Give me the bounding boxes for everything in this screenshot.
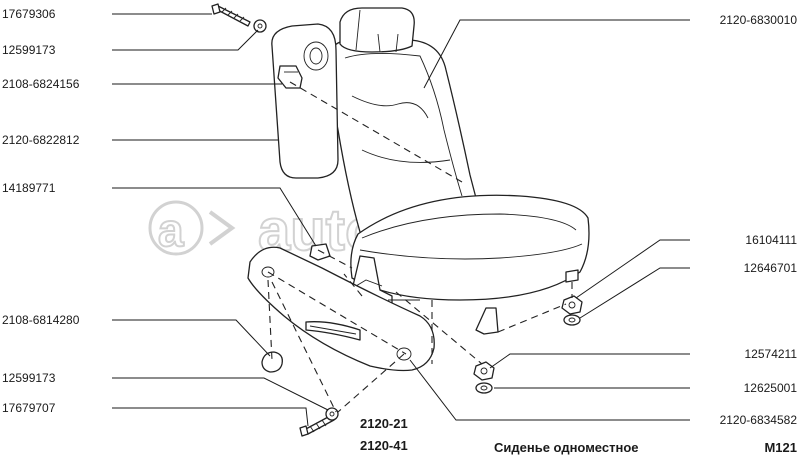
diagram-code: M121 xyxy=(764,440,797,455)
washer-bottom xyxy=(325,407,339,421)
diagram-caption: Сиденье одноместное xyxy=(494,440,639,455)
label-17679707: 17679707 xyxy=(2,401,56,415)
seat-headrest xyxy=(339,7,415,53)
label-12599173-top: 12599173 xyxy=(2,43,56,57)
label-17679306: 17679306 xyxy=(2,7,56,21)
svg-text:a: a xyxy=(158,204,184,256)
label-2120-6822812: 2120-6822812 xyxy=(2,133,80,147)
footer: 2120-21 2120-41 Сиденье одноместное M121 xyxy=(360,416,797,455)
washer-top xyxy=(253,19,267,33)
label-2120-6830010: 2120-6830010 xyxy=(720,13,798,27)
nut-12574211 xyxy=(473,361,495,381)
back-shell xyxy=(271,23,339,179)
side-trim-panel xyxy=(247,246,435,372)
model-number-1: 2120-21 xyxy=(360,416,408,431)
label-14189771: 14189771 xyxy=(2,181,56,195)
leader-lines xyxy=(112,13,690,427)
clip-14189771 xyxy=(309,243,331,261)
label-16104111: 16104111 xyxy=(745,233,797,247)
screw-top xyxy=(211,3,251,27)
label-12599173-bottom: 12599173 xyxy=(2,371,56,385)
label-12625001: 12625001 xyxy=(744,381,798,395)
label-12646701: 12646701 xyxy=(744,261,798,275)
screw-bottom xyxy=(299,415,335,437)
nut-16104111 xyxy=(561,295,583,315)
labels-right: 2120-6830010 16104111 12646701 12574211 … xyxy=(720,13,798,427)
label-2108-6814280: 2108-6814280 xyxy=(2,313,80,327)
seat-backrest xyxy=(330,39,477,242)
label-12574211: 12574211 xyxy=(745,347,798,361)
washer-12646701 xyxy=(563,314,581,326)
labels-left: 17679306 12599173 2108-6824156 2120-6822… xyxy=(2,7,80,415)
washer-12625001 xyxy=(475,382,493,394)
knob-2108-6814280 xyxy=(261,351,283,373)
model-number-2: 2120-41 xyxy=(360,438,408,453)
label-2108-6824156: 2108-6824156 xyxy=(2,77,80,91)
label-2120-6834582: 2120-6834582 xyxy=(720,413,798,427)
assembly-lines xyxy=(267,81,573,413)
